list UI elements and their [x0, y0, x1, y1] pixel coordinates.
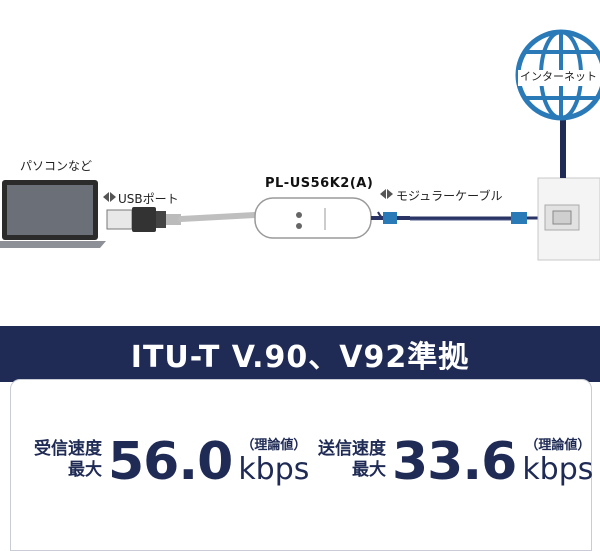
usb-connector-icon — [106, 207, 181, 232]
spec-value: 33.6 — [392, 432, 517, 492]
banner-text: ITU-T V.90、V92準拠 — [130, 340, 470, 375]
spec-note: （理論値） — [241, 438, 307, 453]
spec-note: （理論値） — [525, 438, 591, 453]
wall-jack — [537, 177, 600, 261]
spec-caption-line1: 受信速度 — [34, 439, 102, 459]
spec-unit-box: （理論値） kbps — [238, 434, 309, 487]
spec-caption-line2: 最大 — [352, 460, 386, 480]
internet-label: インターネット — [520, 70, 597, 83]
modem-device — [254, 197, 372, 239]
receive-speed-spec: 受信速度 最大 56.0 （理論値） kbps — [34, 432, 309, 492]
diagram-graphic — [0, 29, 600, 261]
modular-label-icon — [380, 189, 393, 199]
spec-panel — [10, 379, 592, 551]
model-label: PL-US56K2(A) — [265, 176, 374, 191]
spec-caption: 受信速度 最大 — [34, 439, 102, 481]
spec-unit: kbps — [238, 452, 310, 487]
spec-unit: kbps — [522, 452, 594, 487]
spec-caption: 送信速度 最大 — [318, 439, 386, 481]
laptop-icon — [0, 180, 106, 248]
spec-value: 56.0 — [108, 432, 233, 492]
usb-label-icon — [103, 192, 116, 202]
modular-cable-label: モジュラーケーブル — [396, 189, 503, 203]
spec-caption-line2: 最大 — [68, 460, 102, 480]
standard-banner: ITU-T V.90、V92準拠 — [0, 326, 600, 382]
spec-unit-box: （理論値） kbps — [522, 434, 593, 487]
usb-cable — [178, 212, 258, 222]
modular-cable — [371, 211, 538, 224]
spec-caption-line1: 送信速度 — [318, 439, 386, 459]
send-speed-spec: 送信速度 最大 33.6 （理論値） kbps — [318, 432, 593, 492]
globe-icon — [515, 29, 600, 121]
pc-label: パソコンなど — [20, 159, 93, 173]
usb-port-label: USBポート — [118, 192, 179, 206]
